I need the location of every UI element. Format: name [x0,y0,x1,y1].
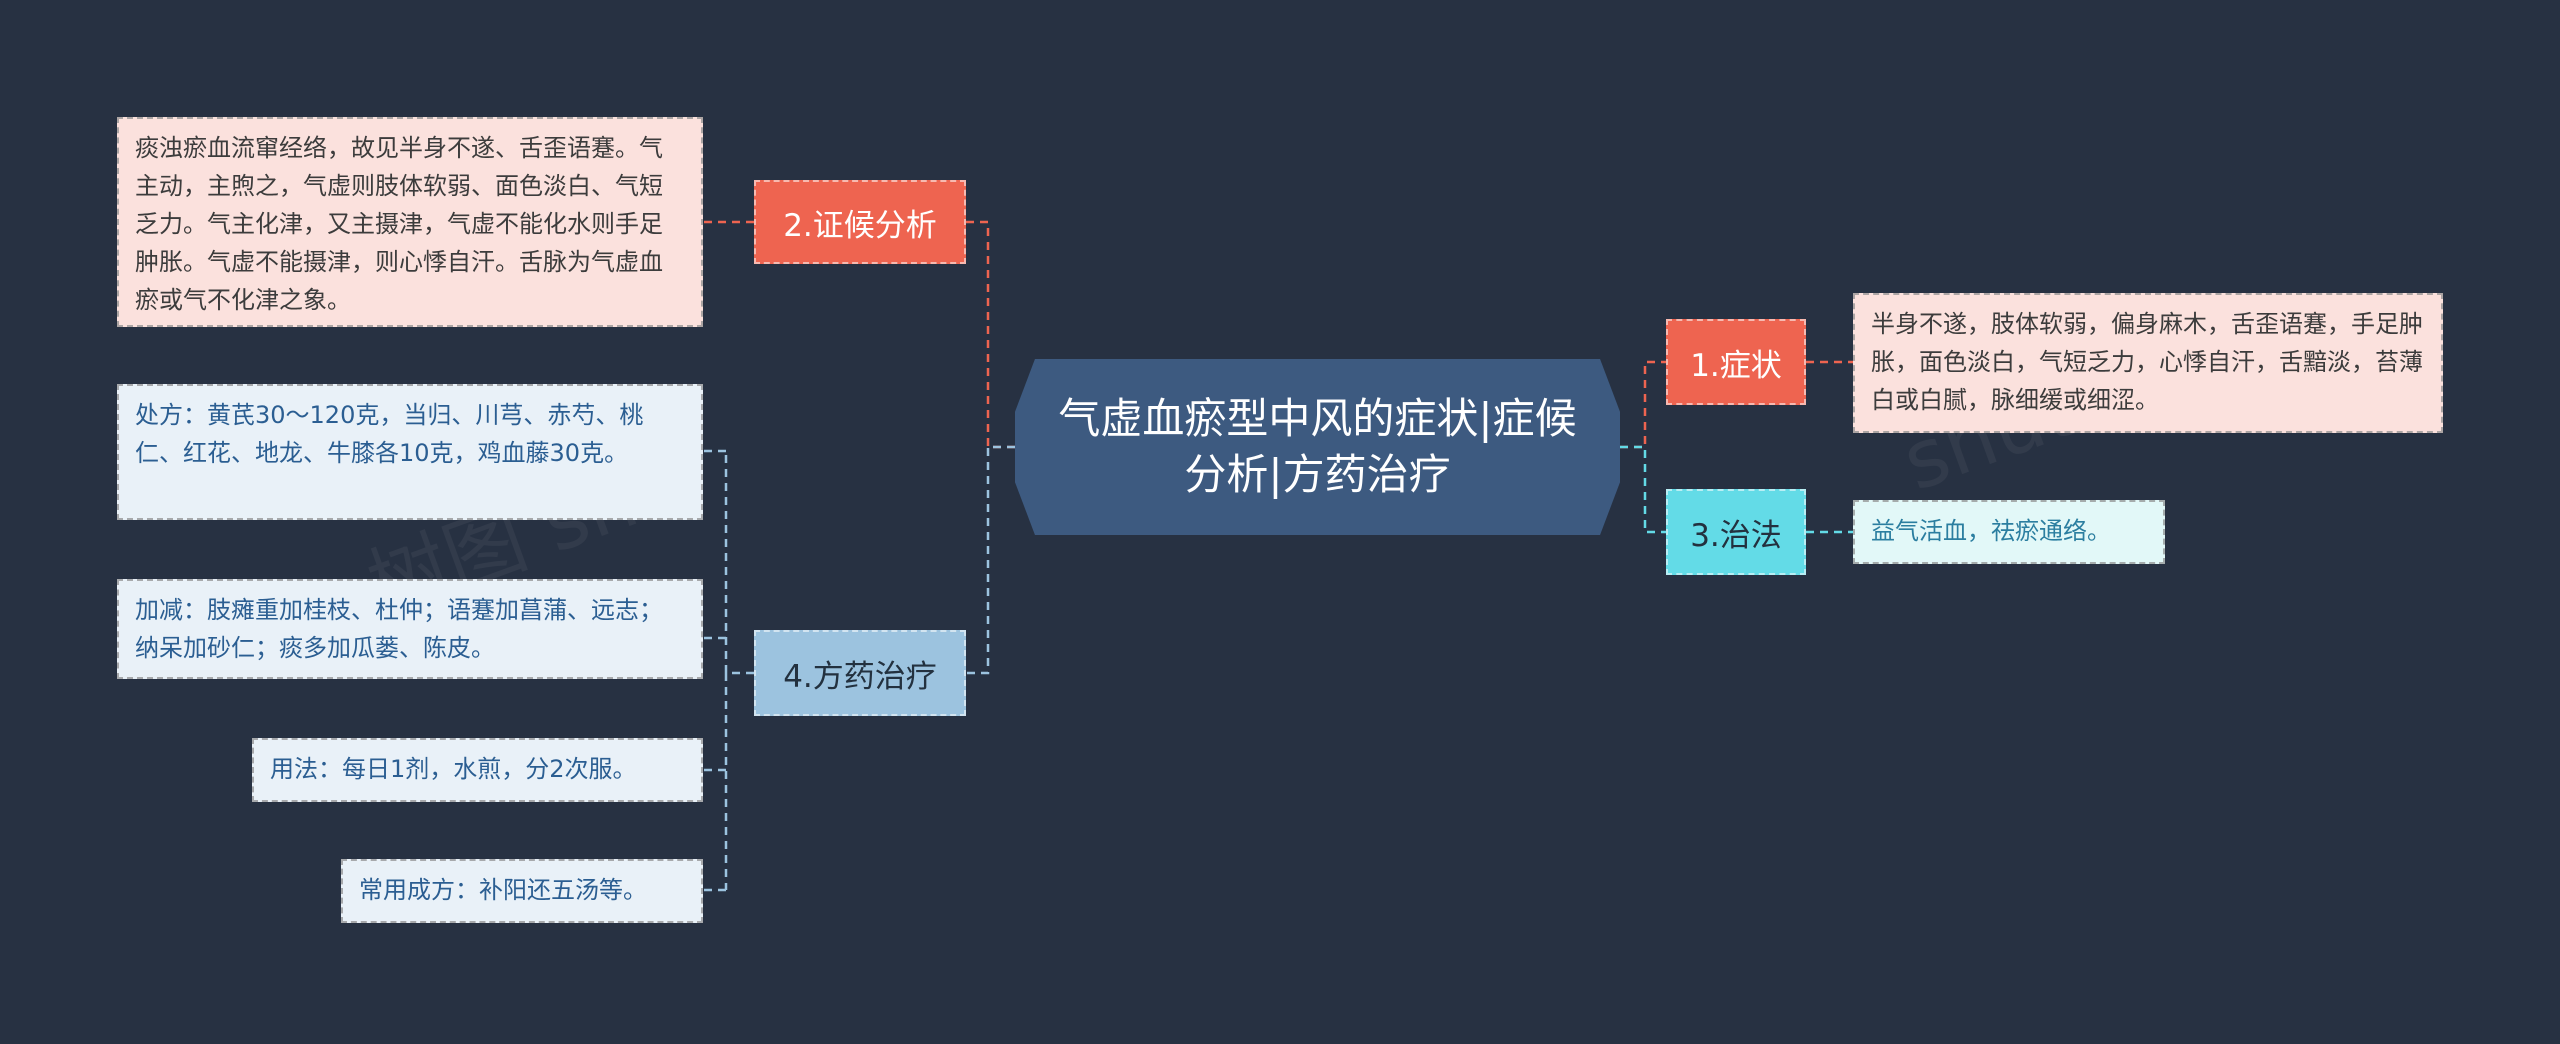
leaf-modification-text: 加减：肢瘫重加桂枝、杜仲；语蹇加菖蒲、远志；纳呆加砂仁；痰多加瓜蒌、陈皮。 [135,596,663,662]
branch-prescription[interactable]: 4.方药治疗 [754,630,966,716]
leaf-modification[interactable]: 加减：肢瘫重加桂枝、杜仲；语蹇加菖蒲、远志；纳呆加砂仁；痰多加瓜蒌、陈皮。 [117,579,703,679]
leaf-symptoms-text: 半身不遂，肢体软弱，偏身麻木，舌歪语蹇，手足肿胀，面色淡白，气短乏力，心悸自汗，… [1871,310,2423,414]
link-center-to-analysis [966,220,1015,449]
leaf-prescription[interactable]: 处方：黄芪30～120克，当归、川芎、赤芍、桃仁、红花、地龙、牛膝各10克，鸡血… [117,384,703,520]
leaf-usage[interactable]: 用法：每日1剂，水煎，分2次服。 [252,738,703,802]
link-center-to-prescription [966,445,1015,675]
leaf-treatment-text: 益气活血，祛瘀通络。 [1871,517,2111,545]
leaf-treatment[interactable]: 益气活血，祛瘀通络。 [1853,500,2165,564]
link-center-to-treatment [1620,445,1666,534]
link-prescription-trunk [724,451,754,890]
leaf-common-formula[interactable]: 常用成方：补阳还五汤等。 [341,859,703,923]
leaf-analysis-text: 痰浊瘀血流窜经络，故见半身不遂、舌歪语蹇。气主动，主煦之，气虚则肢体软弱、面色淡… [135,134,663,314]
central-topic[interactable]: 气虚血瘀型中风的症状|症候分析|方药治疗 [1015,359,1620,535]
leaf-common-formula-text: 常用成方：补阳还五汤等。 [359,876,647,904]
branch-treatment[interactable]: 3.治法 [1666,489,1806,575]
branch-symptoms[interactable]: 1.症状 [1666,319,1806,405]
branch-symptoms-label: 1.症状 [1690,347,1782,384]
link-center-to-symptoms [1620,360,1666,449]
leaf-prescription-text: 处方：黄芪30～120克，当归、川芎、赤芍、桃仁、红花、地龙、牛膝各10克，鸡血… [135,401,644,467]
branch-analysis[interactable]: 2.证候分析 [754,180,966,264]
leaf-usage-text: 用法：每日1剂，水煎，分2次服。 [270,755,637,783]
leaf-analysis[interactable]: 痰浊瘀血流窜经络，故见半身不遂、舌歪语蹇。气主动，主煦之，气虚则肢体软弱、面色淡… [117,117,703,327]
branch-prescription-label: 4.方药治疗 [783,658,937,695]
branch-analysis-label: 2.证候分析 [783,207,937,244]
leaf-symptoms[interactable]: 半身不遂，肢体软弱，偏身麻木，舌歪语蹇，手足肿胀，面色淡白，气短乏力，心悸自汗，… [1853,293,2443,433]
central-topic-label: 气虚血瘀型中风的症状|症候分析|方药治疗 [1058,394,1577,499]
branch-treatment-label: 3.治法 [1690,517,1782,554]
